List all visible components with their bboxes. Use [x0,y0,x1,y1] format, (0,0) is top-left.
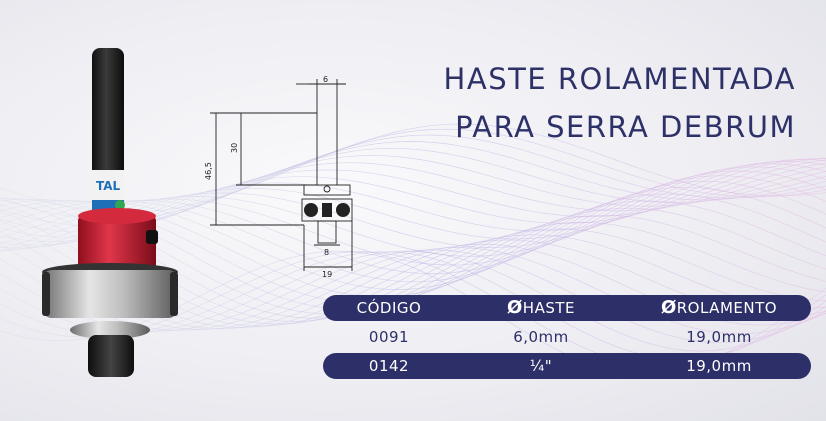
header-bearing: ØROLAMENTO [660,297,778,318]
row-bearing: 19,0mm [686,357,752,375]
row-shank: ¼" [529,357,553,375]
header-code: CÓDIGO [356,299,422,317]
title-line-2: PARA SERRA DEBRUM [455,110,796,144]
title-line-1: HASTE ROLAMENTADA [443,62,796,96]
dim-top: 6 [323,75,328,84]
shank [92,48,124,198]
row-code: 0091 [368,328,410,346]
header-shank: ØHASTE [506,297,576,318]
spec-table: CÓDIGO ØHASTE ØROLAMENTO 0091 6,0mm 19,0… [323,295,811,382]
dim-bottom-small: 8 [324,248,329,257]
table-row: 0091 6,0mm 19,0mm [323,324,811,350]
row-shank: 6,0mm [513,328,569,346]
set-screw [146,230,158,244]
brand-label: TAL [96,179,121,193]
washer [70,321,150,339]
row-code: 0142 [368,357,410,375]
row-bearing: 19,0mm [686,328,752,346]
red-collar [78,215,156,270]
bolt-head [88,335,134,377]
tool-image: TAL [42,48,178,377]
bearing [42,270,178,318]
dim-total-height: 46,5 [204,162,213,180]
dim-inner-height: 30 [230,143,239,153]
diameter-symbol-icon: Ø [660,297,677,318]
table-row: 0142 ¼" 19,0mm [323,353,811,379]
technical-drawing: 6 30 46,5 8 19 [204,75,353,279]
dim-bottom-width: 19 [322,270,332,279]
diameter-symbol-icon: Ø [506,297,523,318]
table-header: CÓDIGO ØHASTE ØROLAMENTO [323,295,811,321]
